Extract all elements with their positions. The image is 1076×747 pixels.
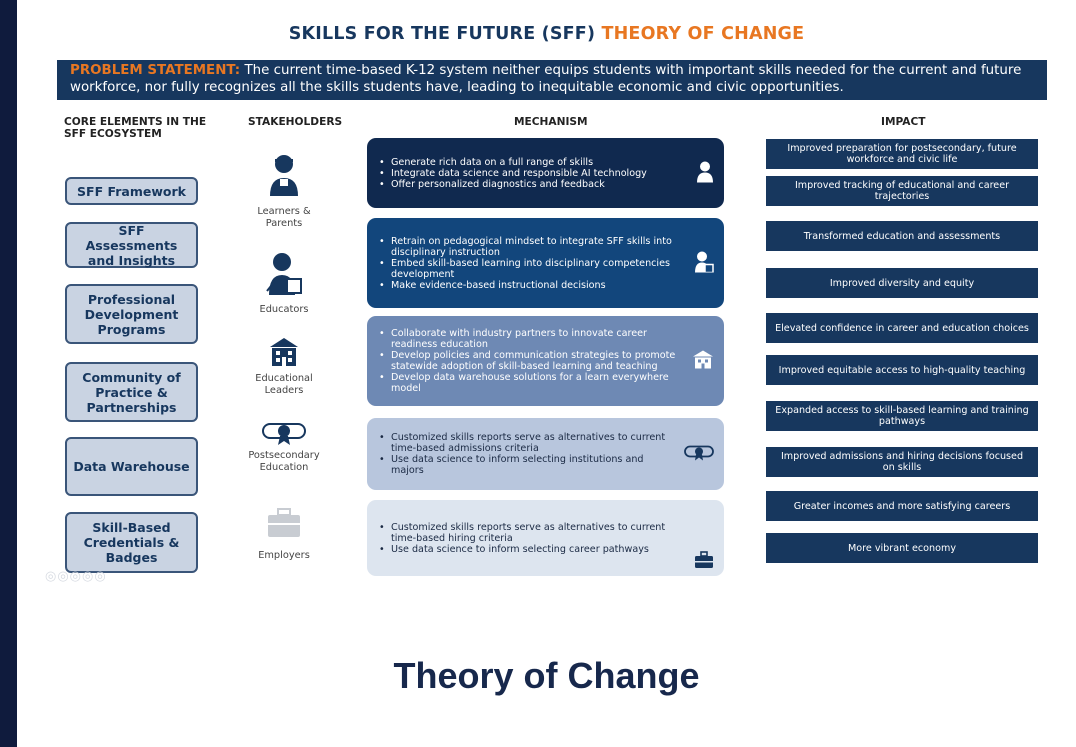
stakeholder-label: Educational Leaders [255,373,313,396]
diploma-icon [249,420,319,446]
learner-icon [696,161,714,186]
mechanism-bullet: Use data science to inform selecting car… [379,544,676,555]
mechanism-bullet: Use data science to inform selecting ins… [379,454,676,476]
educator-icon [692,251,714,276]
educator-icon [249,251,319,295]
diploma-icon [684,444,714,465]
impact-item: More vibrant economy [766,533,1038,563]
title-accent: THEORY OF CHANGE [601,24,805,44]
mechanism-bullet: Offer personalized diagnostics and feedb… [379,179,647,190]
briefcase-icon [249,507,319,539]
briefcase-icon [694,551,714,572]
mechanism-box-postsecondary: Customized skills reports serve as alter… [367,418,724,490]
impact-item: Improved admissions and hiring decisions… [766,447,1038,477]
building-icon [249,336,319,368]
mechanism-box-employers: Customized skills reports serve as alter… [367,500,724,576]
impact-item: Improved diversity and equity [766,268,1038,298]
mechanism-bullet: Develop policies and communication strat… [379,350,676,372]
mechanism-bullet: Embed skill-based learning into discipli… [379,258,676,280]
mechanism-box-educators: Retrain on pedagogical mindset to integr… [367,218,724,308]
problem-lead: PROBLEM STATEMENT: [70,63,241,78]
header-stakeholders: STAKEHOLDERS [248,116,343,128]
mechanism-bullet: Integrate data science and responsible A… [379,168,647,179]
core-element-assessments: SFF Assessments and Insights [65,222,198,268]
problem-text: The current time-based K-12 system neith… [70,63,1022,95]
mechanism-box-learners: Generate rich data on a full range of sk… [367,138,724,208]
impact-item: Transformed education and assessments [766,221,1038,251]
core-element-community: Community of Practice & Partnerships [65,362,198,422]
mechanism-bullet: Retrain on pedagogical mindset to integr… [379,236,676,258]
core-element-professional-development: Professional Development Programs [65,284,198,344]
mechanism-bullet: Make evidence-based instructional decisi… [379,280,676,291]
mechanism-bullet: Collaborate with industry partners to in… [379,328,676,350]
impact-item: Improved tracking of educational and car… [766,176,1038,206]
slide-page: SKILLS FOR THE FUTURE (SFF) THEORY OF CH… [17,0,1076,747]
core-element-framework: SFF Framework [65,177,198,205]
faint-logo-mark: ◎◎◎◎◎ [45,568,107,583]
core-element-data-warehouse: Data Warehouse [65,437,198,496]
impact-item: Improved equitable access to high-qualit… [766,355,1038,385]
stakeholder-label: Learners & Parents [257,206,311,229]
impact-item: Expanded access to skill-based learning … [766,401,1038,431]
mechanism-box-leaders: Collaborate with industry partners to in… [367,316,724,406]
mechanism-bullets: Generate rich data on a full range of sk… [379,157,647,190]
stakeholder-label: Educators [259,304,309,315]
core-element-credentials: Skill-Based Credentials & Badges [65,512,198,573]
title-main: SKILLS FOR THE FUTURE (SFF) [288,24,596,44]
mechanism-bullet: Customized skills reports serve as alter… [379,432,676,454]
learner-icon [249,152,319,196]
building-icon [692,350,714,373]
mechanism-bullet: Generate rich data on a full range of sk… [379,157,647,168]
mechanism-bullets: Retrain on pedagogical mindset to integr… [379,236,676,291]
mechanism-bullet: Develop data warehouse solutions for a l… [379,372,676,394]
slide-caption: Theory of Change [393,655,700,696]
mechanism-bullets: Customized skills reports serve as alter… [379,432,676,476]
header-mechanism: MECHANISM [514,116,588,128]
mechanism-bullets: Customized skills reports serve as alter… [379,522,676,555]
stakeholder-label: Postsecondary Education [248,450,320,473]
mechanism-bullet: Customized skills reports serve as alter… [379,522,676,544]
header-core-elements: CORE ELEMENTS IN THE SFF ECOSYSTEM [64,116,207,140]
diagram-title: SKILLS FOR THE FUTURE (SFF) THEORY OF CH… [17,24,1076,44]
stakeholder-label: Employers [258,550,310,561]
impact-item: Greater incomes and more satisfying care… [766,491,1038,521]
impact-item: Improved preparation for postsecondary, … [766,139,1038,169]
impact-item: Elevated confidence in career and educat… [766,313,1038,343]
mechanism-bullets: Collaborate with industry partners to in… [379,328,676,394]
problem-statement: PROBLEM STATEMENT: The current time-base… [57,60,1047,100]
header-impact: IMPACT [881,116,926,128]
